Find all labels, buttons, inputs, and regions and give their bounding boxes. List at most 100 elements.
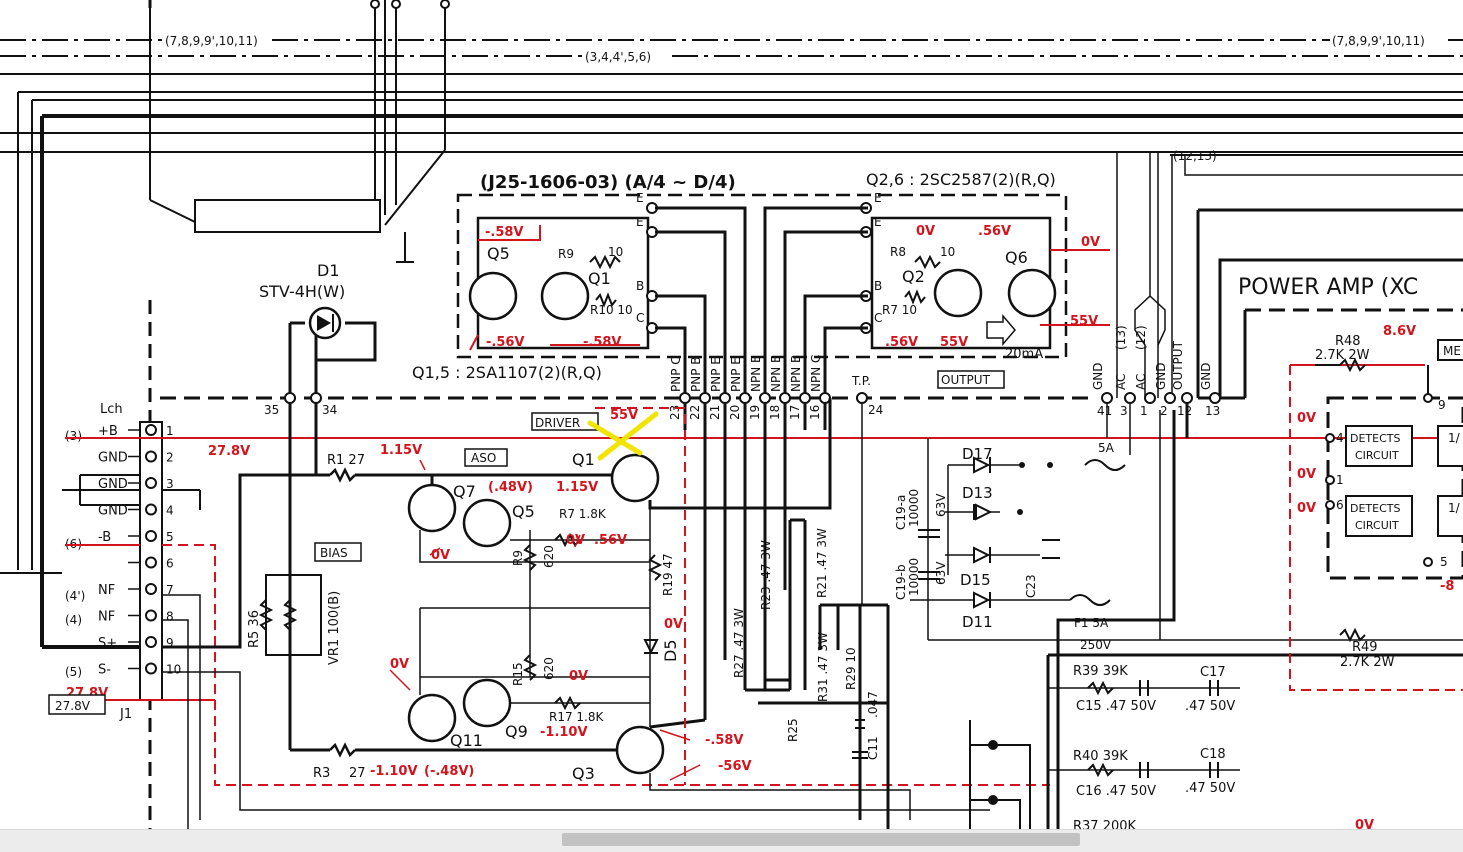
c19a-value: 10000 — [907, 489, 921, 527]
bias-box-label: BIAS — [320, 546, 348, 560]
j1-ref-label: (4') — [65, 589, 85, 603]
prot-pin-5: 5 — [1440, 555, 1448, 569]
voltage-q1-base: 1.15V — [556, 480, 598, 495]
j1-pin-number: 8 — [166, 610, 174, 624]
horizontal-scrollbar[interactable] — [0, 829, 1463, 852]
j1-pin-number: 10 — [166, 663, 181, 677]
voltage-q3-emitter: -.58V — [705, 733, 744, 748]
j1-pin-label: NF — [98, 583, 115, 598]
q1-label: Q1 — [572, 450, 595, 469]
c11-value: .047 — [866, 691, 880, 718]
f1-rating: 250V — [1080, 638, 1112, 652]
voltage-q2-board: 0V — [916, 224, 935, 239]
r49-value: 2.7K 2W — [1340, 655, 1395, 670]
board-pin-label: E — [874, 191, 882, 205]
detects-label-2: DETECTS — [1350, 502, 1400, 515]
right-pin-label: GND — [1091, 362, 1105, 390]
r17-label: R17 1.8K — [549, 710, 605, 724]
circuit-label-2: CIRCUIT — [1355, 519, 1399, 532]
j1-pin-hole — [145, 609, 157, 622]
q3-symbol — [615, 725, 665, 775]
j1-pin-label: GND — [98, 504, 128, 519]
right-pin-number: 1 — [1140, 404, 1148, 418]
board-id: (J25-1606-03) (A/4 ~ D/4) — [480, 172, 736, 193]
board-pin-label: E — [636, 215, 644, 229]
tp-label: T.P. — [851, 374, 871, 388]
connector-pin-number: 20 — [728, 405, 742, 420]
connector-pin-number: 17 — [788, 405, 802, 420]
aso-box-label: ASO — [471, 451, 496, 465]
c15-label: C15 .47 50V — [1076, 699, 1156, 714]
board-pin-label: E — [874, 215, 882, 229]
connector-pin — [759, 392, 771, 404]
yellow-cross-marker — [587, 411, 659, 461]
ribbon-connector — [194, 199, 381, 233]
emitter-resistors: R21 .47 3W R23 .47 3W R27 .47 3W R31 .47… — [732, 374, 890, 830]
scrollbar-thumb[interactable] — [562, 833, 1080, 846]
r1-label: R1 27 — [327, 453, 365, 468]
connector-pin — [739, 392, 751, 404]
q2-board-label: Q2 — [902, 267, 925, 286]
r19-label: R19 47 — [661, 553, 675, 596]
c23-label: C23 — [1024, 574, 1038, 598]
ribbon-wires — [655, 206, 868, 720]
r3-value: 27 — [349, 766, 366, 781]
q3-label: Q3 — [572, 764, 595, 783]
board-pin-label: B — [874, 279, 882, 293]
j1-pin-label: GND — [98, 451, 128, 466]
q7-symbol — [407, 483, 457, 533]
j1-pin-hole — [145, 530, 157, 542]
connector-pin-number: 19 — [748, 405, 762, 420]
d1-type-label: STV-4H(W) — [259, 282, 345, 301]
d5-label: D5 — [661, 640, 680, 663]
ic-label-1: 1/ — [1448, 431, 1461, 445]
q1-board-label: Q1 — [588, 269, 611, 288]
q11-symbol — [407, 693, 457, 743]
r8-board-value: 10 — [940, 245, 955, 259]
r25-label: R25 — [786, 718, 800, 742]
voltage-r7-right: .56V — [594, 533, 627, 548]
q2-board-symbol — [933, 268, 983, 318]
r40-label: R40 39K — [1073, 749, 1128, 764]
voltage-prot-2: 0V — [1297, 467, 1316, 482]
voltage-driver: 55V — [610, 408, 638, 423]
q26-type: Q2,6 : 2SC2587(2)(R,Q) — [866, 170, 1056, 189]
right-pin-label: GND — [1199, 362, 1213, 390]
bus-label-left: (7,8,9,9',10,11) — [165, 34, 258, 48]
c19a-voltage: 63V — [934, 493, 948, 517]
d11-label: D11 — [962, 613, 993, 631]
voltage-q7-base: (.48V) — [488, 480, 533, 495]
voltage-q2-collector-board: .56V — [885, 335, 918, 350]
r3-label: R3 — [313, 766, 330, 781]
j1-pin-hole — [145, 583, 157, 595]
r48-label: R48 — [1335, 334, 1361, 349]
board-pin-label: C — [636, 311, 644, 325]
d1-label: D1 — [317, 261, 340, 280]
voltage-r3: -1.10V — [370, 764, 418, 779]
r7-label: R7 1.8K — [559, 507, 607, 521]
j1-pin-label: NF — [98, 610, 115, 625]
j1-pin-hole — [145, 636, 157, 648]
j1-pin-hole — [145, 556, 157, 569]
q9-symbol — [462, 678, 512, 728]
pin-34: 34 — [322, 403, 337, 417]
voltage-d5: 0V — [664, 617, 683, 632]
driver-box-label: DRIVER — [535, 416, 580, 430]
bus-labels: (7,8,9,9',10,11) (3,4,4',5,6) (7,8,9,9',… — [165, 34, 1425, 163]
prot-pin-6: 6 — [1336, 498, 1344, 512]
circuit-label-1: CIRCUIT — [1355, 449, 1399, 462]
r21-label: R21 .47 3W — [815, 528, 829, 598]
power-amp-title: POWER AMP (XC — [1238, 275, 1418, 300]
q5-label: Q5 — [512, 502, 535, 521]
voltage-r3-bracket: (-.48V) — [424, 764, 474, 779]
voltage-55-board: 55V — [1070, 314, 1098, 329]
r8-board-label: R8 — [890, 245, 906, 259]
voltage-r7-left: 0V — [566, 533, 585, 548]
r27-label: R27 .47 3W — [732, 608, 746, 678]
voltage-q1-emitter-board: -.56V — [486, 335, 525, 350]
r9-board-value: 10 — [608, 245, 623, 259]
c18-value: .47 50V — [1185, 781, 1235, 796]
j1-pins: 1+B2GND3GND4GND5-B67NF8NF9S+10S-(3)(6)(4… — [65, 424, 181, 679]
top-feeds — [149, 0, 450, 263]
